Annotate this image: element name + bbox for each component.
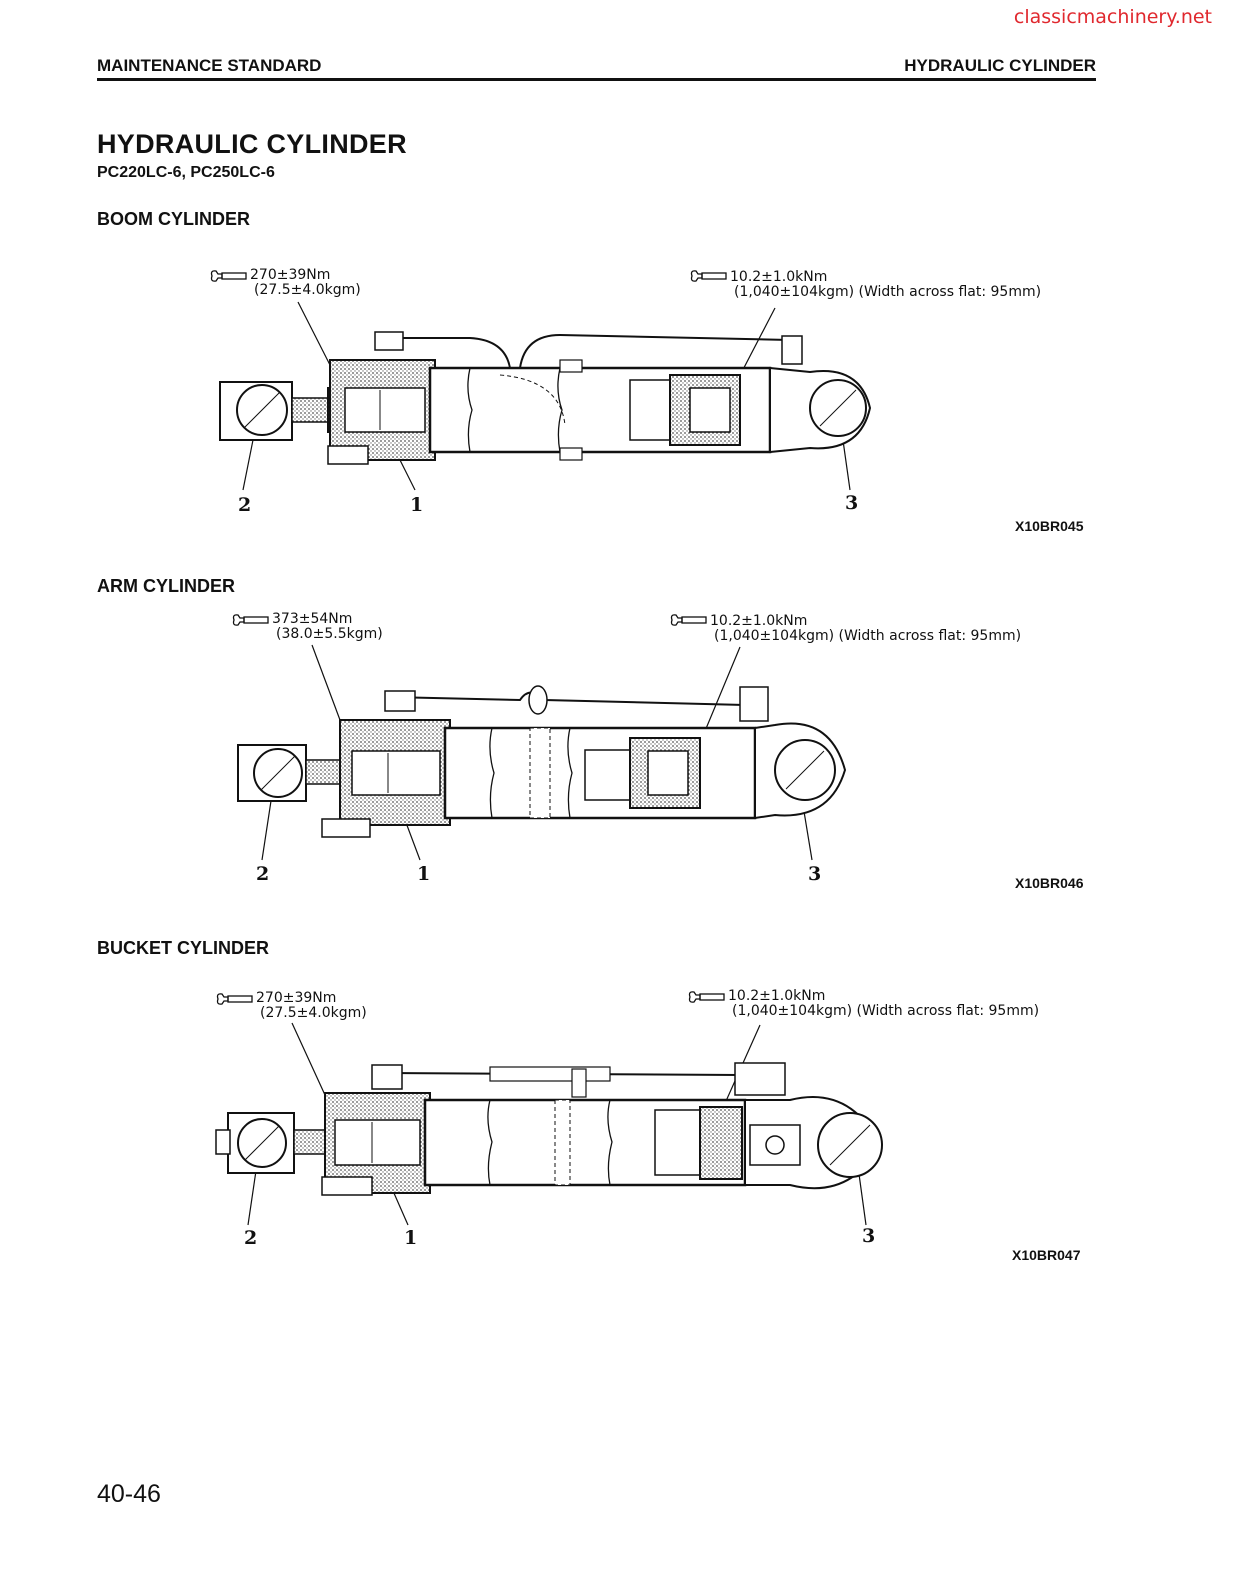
header-section: MAINTENANCE STANDARD bbox=[97, 56, 322, 75]
callout-3: 3 bbox=[845, 492, 859, 514]
torque-spec-head: 373±54Nm (38.0±5.5kgm) bbox=[272, 611, 383, 642]
callout-1: 1 bbox=[417, 863, 431, 885]
torque-wrench-icon bbox=[688, 991, 725, 1003]
callout-2: 2 bbox=[238, 494, 252, 516]
callout-2: 2 bbox=[256, 863, 270, 885]
torque-wrench-icon bbox=[670, 614, 707, 626]
callout-2: 2 bbox=[244, 1227, 258, 1249]
callout-1: 1 bbox=[410, 494, 424, 516]
header-topic: HYDRAULIC CYLINDER bbox=[904, 56, 1096, 75]
figure-code: X10BR047 bbox=[1012, 1247, 1081, 1263]
torque-spec-piston-nut: 10.2±1.0kNm (1,040±104kgm) (Width across… bbox=[728, 988, 1040, 1019]
section-title-boom: BOOM CYLINDER bbox=[97, 209, 250, 229]
figure-bucket-cylinder: 270±39Nm (27.5±4.0kgm) 10.2±1.0kNm (1,04… bbox=[0, 985, 1234, 1270]
callout-3: 3 bbox=[808, 863, 822, 885]
bucket-cylinder-drawing bbox=[215, 991, 883, 1226]
arm-cylinder-drawing bbox=[232, 614, 847, 861]
figure-code: X10BR045 bbox=[1015, 518, 1084, 534]
figure-arm-cylinder: 373±54Nm (38.0±5.5kgm) 10.2±1.0kNm (1,04… bbox=[0, 605, 1234, 895]
callout-1: 1 bbox=[404, 1227, 418, 1249]
page-title: HYDRAULIC CYLINDER bbox=[97, 129, 407, 159]
boom-cylinder-drawing bbox=[210, 270, 872, 491]
torque-spec-head: 270±39Nm (27.5±4.0kgm) bbox=[250, 267, 361, 298]
torque-wrench-icon bbox=[690, 270, 727, 282]
torque-wrench-icon bbox=[210, 270, 247, 282]
page-number: 40-46 bbox=[97, 1480, 161, 1508]
torque-wrench-icon bbox=[216, 993, 253, 1005]
torque-spec-head: 270±39Nm (27.5±4.0kgm) bbox=[256, 990, 367, 1021]
torque-spec-piston-nut: 10.2±1.0kNm (1,040±104kgm) (Width across… bbox=[730, 269, 1042, 300]
figure-boom-cylinder: 270±39Nm (27.5±4.0kgm) 10.2±1.0kNm (1,04… bbox=[0, 260, 1234, 540]
figure-code: X10BR046 bbox=[1015, 875, 1084, 891]
torque-wrench-icon bbox=[232, 614, 269, 626]
torque-spec-piston-nut: 10.2±1.0kNm (1,040±104kgm) (Width across… bbox=[710, 613, 1022, 644]
header-rule bbox=[97, 78, 1096, 81]
watermark: classicmachinery.net bbox=[1013, 6, 1212, 28]
section-title-bucket: BUCKET CYLINDER bbox=[97, 938, 270, 958]
callout-3: 3 bbox=[862, 1225, 876, 1247]
section-title-arm: ARM CYLINDER bbox=[97, 576, 235, 596]
model-list: PC220LC-6, PC250LC-6 bbox=[97, 164, 275, 181]
